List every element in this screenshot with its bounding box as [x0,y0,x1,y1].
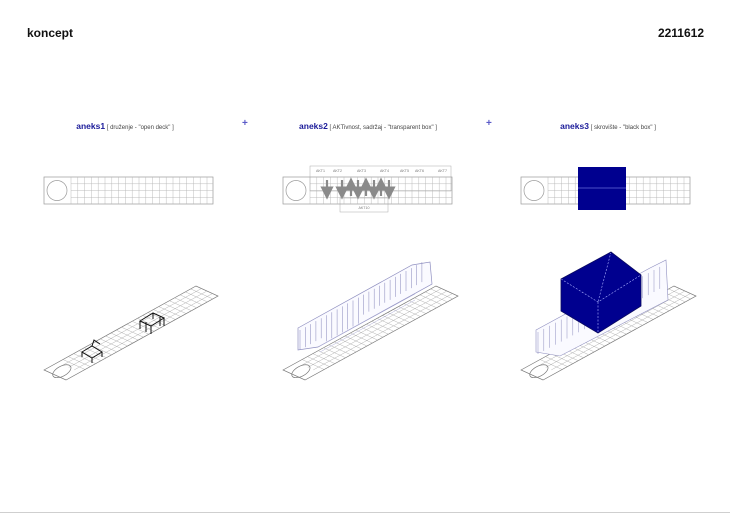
transparent-box-shell [297,261,433,351]
bench-lines [145,317,161,332]
panel-desc: [ AKTivnost, sadržaj - "transparent box"… [329,125,437,131]
panel-label-aneks3: aneks3 [ skrovište - "black box" ] [508,121,708,131]
deck-circle [52,364,72,379]
plan-aneks1 [43,176,214,205]
black-box-plan [578,167,626,210]
transparent-box-fins [299,262,423,350]
plan-circle [46,180,68,201]
axo-deck-aneks2 [282,261,459,381]
plan-aneks3 [520,167,691,210]
deck-circle [529,364,549,379]
akt-label: AKT4 [380,169,389,173]
table-icon [138,312,166,334]
axo-deck-aneks1 [43,285,219,381]
black-box-outline [560,251,642,334]
lounge-chair-icon [81,339,103,363]
project-number: 2211612 [657,26,704,40]
akt-label: AKT1 [316,169,325,173]
akt-label-bottom: AKT10 [359,206,370,210]
akt-label: AKT3 [357,169,366,173]
transparent-box-ribs [319,293,416,353]
akt-label: AKT5 [400,169,409,173]
transparent-box [297,261,433,353]
page-title: koncept [27,26,74,40]
akt-label: AKT7 [438,169,447,173]
plan-circle [523,180,545,201]
plus-sign-1: + [242,118,248,129]
panel-name: aneks2 [299,121,328,131]
panel-name: aneks1 [76,121,106,131]
panel-label-aneks1: aneks1 [ druženje - "open deck" ] [25,121,225,131]
black-box [560,251,642,334]
deck-grid [540,288,691,371]
deck-grid [302,288,453,371]
page-bottom-line [0,512,730,513]
deck-circle [291,364,311,379]
panel-desc: [ skrovište - "black box" ] [590,125,656,131]
plan-grid [70,177,213,204]
table-legs [139,313,165,334]
panel-label-aneks2: aneks2 [ AKTivnost, sadržaj - "transpare… [268,121,468,131]
plan-circle [285,180,307,201]
deck-grid [62,288,213,371]
akt-bottom-frame [339,197,389,213]
lounge-legs [81,339,103,363]
axo-deck-aneks3 [520,251,697,381]
akt-label: AKT6 [415,169,424,173]
plan-aneks2 [282,176,453,205]
black-box-body [561,252,641,333]
akt-label: AKT2 [333,169,342,173]
black-box-edges [560,251,642,333]
panel-name: aneks3 [560,121,589,131]
panel-desc: [ druženje - "open deck" ] [106,125,174,131]
plus-sign-2: + [486,118,492,129]
